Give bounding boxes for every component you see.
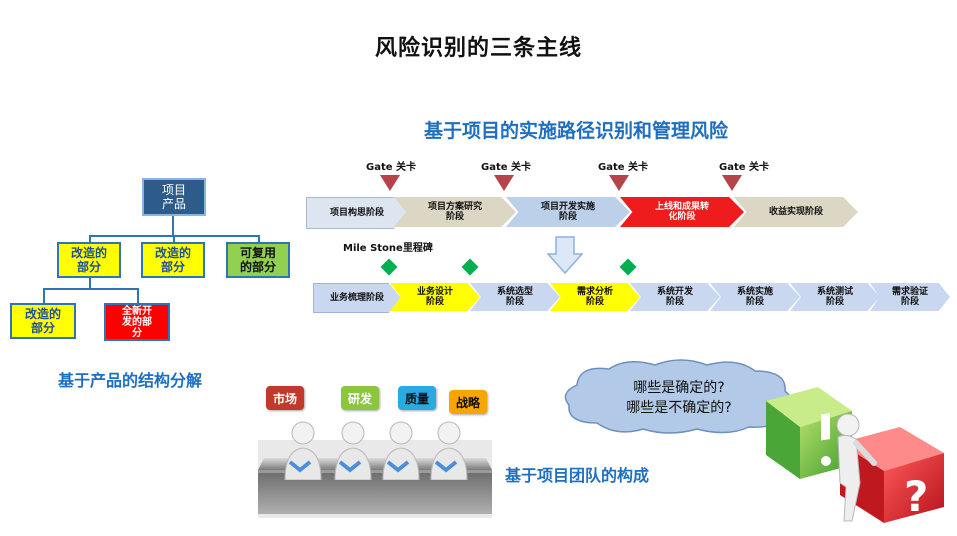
path-heading: 基于项目的实施路径识别和管理风险 bbox=[424, 120, 729, 142]
milestone-diamond-icon bbox=[380, 258, 398, 276]
cloud-text: 哪些是确定的? 哪些是不确定的? bbox=[557, 378, 801, 418]
milestone-diamond-icon bbox=[619, 258, 637, 276]
question-exclamation-cubes-icon: ? bbox=[766, 387, 944, 523]
person-icon bbox=[334, 421, 372, 480]
cloud-line-1: 哪些是确定的? bbox=[633, 380, 725, 396]
tree-root: 项目 产品 bbox=[142, 178, 206, 216]
person-icon bbox=[382, 421, 420, 480]
svg-text:?: ? bbox=[904, 472, 928, 521]
cloud-line-2: 哪些是不确定的? bbox=[626, 400, 732, 416]
down-arrow-icon bbox=[547, 236, 583, 274]
stage-chevron-1: 项目方案研究 阶段 bbox=[394, 197, 516, 227]
stage-chevron-3: 上线和成果转 化阶段 bbox=[620, 197, 744, 227]
tree-node-new-dev: 全新开 发的部 分 bbox=[104, 303, 170, 341]
gate-triangle-icon bbox=[494, 175, 514, 191]
tree-node-reusable: 可复用 的部分 bbox=[226, 242, 290, 278]
phase-chevron-3: 需求分析 阶段 bbox=[550, 283, 640, 311]
person-icon bbox=[284, 421, 322, 480]
gate-label: Gate 关卡 bbox=[719, 162, 769, 173]
tree-node-modified-3: 改造的 部分 bbox=[10, 303, 76, 339]
gate-label: Gate 关卡 bbox=[366, 162, 416, 173]
tree-node-modified-2: 改造的 部分 bbox=[141, 242, 205, 278]
milestone-diamond-icon bbox=[461, 258, 479, 276]
team-tag-strategy: 战略 bbox=[449, 390, 487, 414]
phase-chevron-7: 需求验证 阶段 bbox=[870, 283, 950, 311]
gate-label: Gate 关卡 bbox=[481, 162, 531, 173]
team-tag-market: 市场 bbox=[266, 386, 304, 410]
phase-chevron-4: 系统开发 阶段 bbox=[630, 283, 720, 311]
gate-triangle-icon bbox=[380, 175, 400, 191]
phase-chevron-5: 系统实施 阶段 bbox=[710, 283, 800, 311]
phase-chevron-0: 业务梳理阶段 bbox=[313, 283, 401, 313]
gate-triangle-icon bbox=[609, 175, 629, 191]
team-tag-rnd: 研发 bbox=[341, 386, 379, 410]
stage-chevron-4: 收益实现阶段 bbox=[734, 197, 858, 227]
stage-chevron-0: 项目构思阶段 bbox=[306, 197, 408, 229]
gate-label: Gate 关卡 bbox=[598, 162, 648, 173]
phase-chevron-2: 系统选型 阶段 bbox=[470, 283, 560, 311]
person-icon bbox=[430, 421, 468, 480]
stage-chevron-2: 项目开发实施 阶段 bbox=[506, 197, 630, 227]
page-title: 风险识别的三条主线 bbox=[374, 36, 582, 61]
team-caption: 基于项目团队的构成 bbox=[505, 466, 650, 485]
gate-triangle-icon bbox=[722, 175, 742, 191]
product-caption: 基于产品的结构分解 bbox=[58, 371, 203, 390]
thought-cloud-icon bbox=[564, 359, 793, 434]
phase-chevron-6: 系统测试 阶段 bbox=[790, 283, 880, 311]
milestone-label: Mile Stone里程碑 bbox=[343, 243, 433, 254]
team-tag-quality: 质量 bbox=[398, 386, 436, 410]
tree-node-modified-1: 改造的 部分 bbox=[57, 242, 121, 278]
phase-chevron-1: 业务设计 阶段 bbox=[390, 283, 480, 311]
